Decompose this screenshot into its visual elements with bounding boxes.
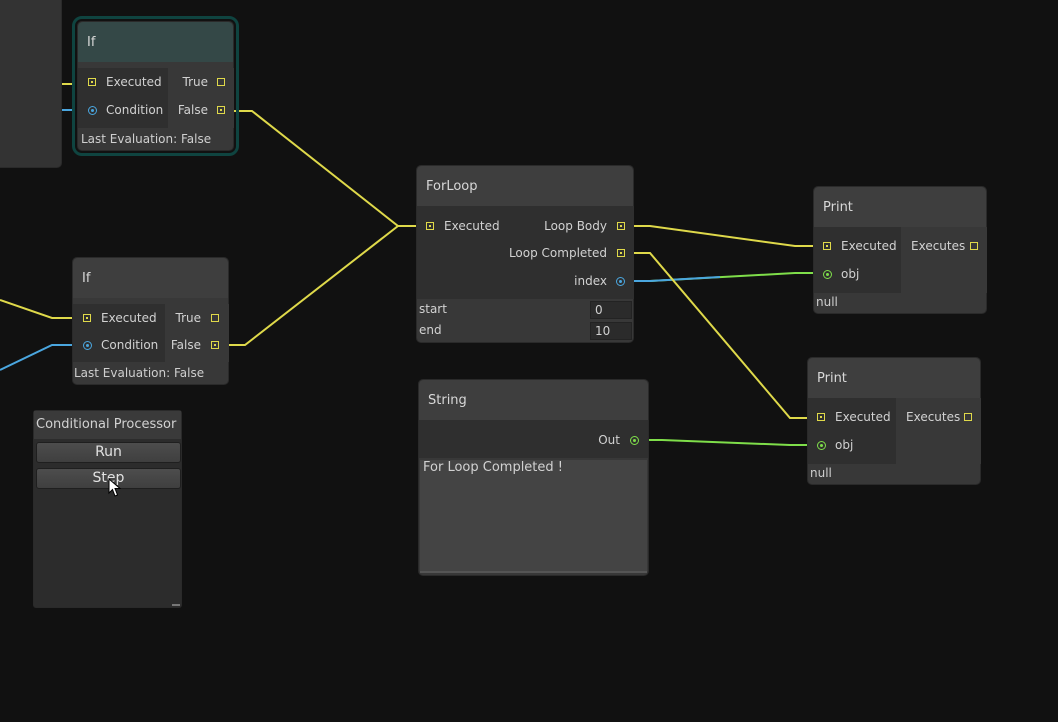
wire-if-top-false-to-forloop xyxy=(226,110,424,227)
node-title: Print xyxy=(814,187,986,227)
node-inputs: Executed xyxy=(417,206,505,299)
last-evaluation-label: Last Evaluation: False xyxy=(74,366,205,380)
exec-port-icon[interactable] xyxy=(823,242,831,250)
string-node[interactable]: String Out For Loop Completed ! xyxy=(418,379,649,576)
wire-loopbody-to-print-top xyxy=(624,225,820,247)
value-port-icon[interactable] xyxy=(616,277,625,286)
port-executed[interactable]: Executed xyxy=(417,216,505,236)
bool-port-icon[interactable] xyxy=(83,341,92,350)
node-inputs: Executed obj xyxy=(808,398,896,464)
node-outputs: Loop Body Loop Completed index xyxy=(505,206,634,299)
port-false[interactable]: False xyxy=(165,335,229,355)
port-obj[interactable]: obj xyxy=(808,435,896,455)
exec-port-icon[interactable] xyxy=(617,222,625,230)
start-label: start xyxy=(419,302,447,316)
end-label: end xyxy=(419,323,442,337)
node-title: If xyxy=(78,22,233,62)
port-condition[interactable]: Condition xyxy=(73,335,165,355)
exec-port-icon[interactable] xyxy=(88,78,96,86)
exec-port-icon[interactable] xyxy=(426,222,434,230)
object-port-icon[interactable] xyxy=(823,270,832,279)
exec-port-icon[interactable] xyxy=(211,314,219,322)
port-false[interactable]: False xyxy=(168,100,234,120)
wire-loopcompleted-to-print-bottom xyxy=(624,252,815,419)
port-condition[interactable]: Condition xyxy=(78,100,168,120)
mouse-cursor-icon xyxy=(108,478,122,497)
processor-title: Conditional Processor xyxy=(34,411,181,439)
object-port-icon[interactable] xyxy=(817,441,826,450)
node-outputs: True False xyxy=(168,68,234,128)
exec-port-icon[interactable] xyxy=(217,78,225,86)
end-field[interactable]: 10 xyxy=(590,322,632,340)
port-true[interactable]: True xyxy=(165,308,229,328)
offscreen-node-edge[interactable] xyxy=(0,0,62,168)
string-port-icon[interactable] xyxy=(630,436,639,445)
port-executes[interactable]: Executes xyxy=(896,407,981,427)
wire-if-mid-false-to-forloop xyxy=(219,225,399,346)
if-node-top[interactable]: If Executed Condition True False Last Ev… xyxy=(72,16,239,156)
node-outputs: True False xyxy=(165,304,229,362)
port-loop-body[interactable]: Loop Body xyxy=(505,216,634,236)
wire-exec-to-if-mid xyxy=(0,299,80,319)
node-inputs: Executed Condition xyxy=(78,68,168,128)
exec-port-icon[interactable] xyxy=(217,106,225,114)
port-out[interactable]: Out xyxy=(419,430,648,450)
bool-port-icon[interactable] xyxy=(88,106,97,115)
wire-string-to-print-bottom-obj xyxy=(638,439,815,446)
exec-port-icon[interactable] xyxy=(964,413,972,421)
exec-port-icon[interactable] xyxy=(817,413,825,421)
run-button[interactable]: Run xyxy=(36,442,181,463)
node-outputs: Out xyxy=(419,420,648,458)
wire-index-to-print-top-obj xyxy=(624,272,820,282)
exec-port-icon[interactable] xyxy=(211,341,219,349)
forloop-node[interactable]: ForLoop Executed Loop Body Loop Complete… xyxy=(416,165,634,343)
exec-port-icon[interactable] xyxy=(83,314,91,322)
port-obj[interactable]: obj xyxy=(814,264,901,284)
last-evaluation-label: Last Evaluation: False xyxy=(81,132,212,146)
port-executed[interactable]: Executed xyxy=(814,236,901,256)
node-title: Print xyxy=(808,358,980,398)
node-outputs: Executes xyxy=(901,227,987,293)
print-output-label: null xyxy=(810,466,832,480)
node-inputs: Executed obj xyxy=(814,227,901,293)
print-node-bottom[interactable]: Print Executed obj Executes null xyxy=(807,357,981,485)
port-executed[interactable]: Executed xyxy=(78,72,168,92)
port-executed[interactable]: Executed xyxy=(73,308,165,328)
port-executed[interactable]: Executed xyxy=(808,407,896,427)
node-outputs: Executes xyxy=(896,398,981,464)
start-field[interactable]: 0 xyxy=(590,301,632,319)
print-node-top[interactable]: Print Executed obj Executes null xyxy=(813,186,987,314)
node-title: If xyxy=(73,258,228,298)
resize-grip[interactable] xyxy=(172,604,180,606)
exec-port-icon[interactable] xyxy=(617,249,625,257)
node-inputs: Executed Condition xyxy=(73,304,165,362)
node-title: String xyxy=(419,380,648,420)
node-title: ForLoop xyxy=(417,166,633,206)
conditional-processor-panel[interactable]: Conditional Processor Run Step xyxy=(33,410,182,608)
port-index[interactable]: index xyxy=(505,271,634,291)
if-node-middle[interactable]: If Executed Condition True False Last Ev… xyxy=(72,257,229,385)
wire-bool-to-if-mid xyxy=(0,344,80,371)
port-true[interactable]: True xyxy=(168,72,234,92)
print-output-label: null xyxy=(816,295,838,309)
port-executes[interactable]: Executes xyxy=(901,236,987,256)
exec-port-icon[interactable] xyxy=(970,242,978,250)
port-loop-completed[interactable]: Loop Completed xyxy=(505,243,634,263)
string-text-area[interactable]: For Loop Completed ! xyxy=(420,460,647,573)
